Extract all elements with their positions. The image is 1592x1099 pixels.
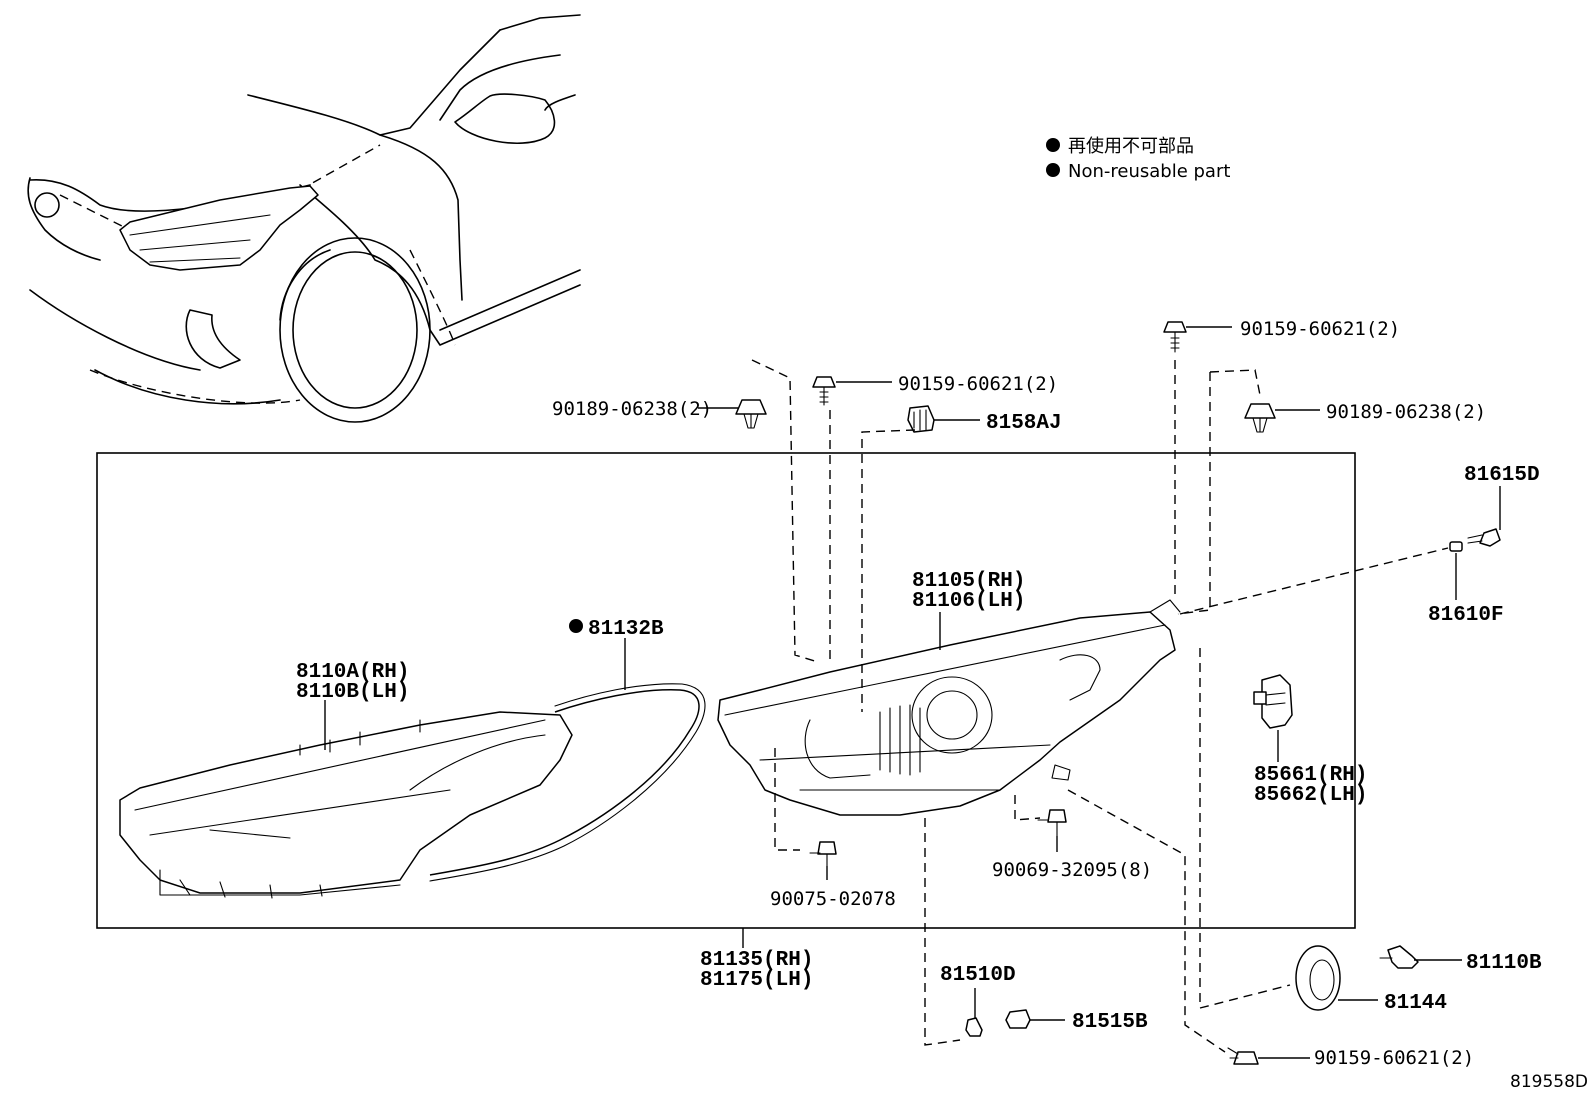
label-90189-06238-right: 90189-06238(2) — [1326, 401, 1486, 423]
lens-8110 — [119, 711, 573, 899]
socket-81515b — [1005, 1009, 1031, 1029]
label-81132b: 81132B — [588, 618, 664, 641]
non-reusable-dot-icon — [569, 619, 583, 633]
non-reusable-dot-icon — [1046, 138, 1060, 152]
label-81515b: 81515B — [1072, 1011, 1148, 1034]
car-front-illustration — [27, 14, 581, 423]
gasket-81132b-outline — [429, 683, 706, 882]
bulb-81615d — [1467, 528, 1501, 547]
label-81610f: 81610F — [1428, 604, 1504, 627]
label-81510d: 81510D — [940, 964, 1016, 987]
label-85662-lh: 85662(LH) — [1254, 784, 1367, 807]
label-90159-60621-bottom: 90159-60621(2) — [1314, 1047, 1474, 1069]
bulb-81510d — [965, 1017, 983, 1037]
label-8110a-rh: 8110A(RH) — [296, 661, 409, 684]
label-81105-rh: 81105(RH) — [912, 570, 1025, 593]
screw-90069 — [1037, 809, 1067, 837]
cover-81144 — [1295, 945, 1341, 1011]
housing-81105 — [717, 599, 1181, 816]
assembly-frame — [96, 452, 1356, 929]
legend-line-english: Non-reusable part — [1068, 161, 1230, 182]
label-81144: 81144 — [1384, 992, 1447, 1015]
bulb-81610f — [1449, 541, 1463, 552]
screw-90159-mid — [812, 376, 836, 406]
label-90189-06238-left: 90189-06238(2) — [552, 398, 712, 420]
label-8158aj: 8158AJ — [986, 412, 1062, 435]
label-81135-rh: 81135(RH) — [700, 949, 813, 972]
screw-90075 — [809, 841, 837, 867]
label-90159-60621-mid: 90159-60621(2) — [898, 373, 1058, 395]
label-81615d: 81615D — [1464, 464, 1540, 487]
label-81175-lh: 81175(LH) — [700, 969, 813, 992]
bulb-81110b — [1379, 945, 1419, 969]
label-81106-lh: 81106(LH) — [912, 590, 1025, 613]
screw-90159-bottom — [1227, 1047, 1259, 1065]
non-reusable-dot-icon — [1046, 163, 1060, 177]
assembly-lines — [751, 359, 1449, 1053]
leader-lines — [324, 326, 1501, 1059]
label-81110b: 81110B — [1466, 952, 1542, 975]
label-90069-32095: 90069-32095(8) — [992, 859, 1152, 881]
diagram-code: 819558D — [1510, 1072, 1588, 1092]
leveling-motor-85661 — [1253, 674, 1293, 729]
label-8110b-lh: 8110B(LH) — [296, 681, 409, 704]
legend: 再使用不可部品 Non-reusable part — [1046, 136, 1230, 182]
gasket-81132b — [429, 689, 700, 876]
label-90075-02078: 90075-02078 — [770, 888, 896, 910]
clip-90189-left — [735, 399, 767, 429]
label-90159-60621-top: 90159-60621(2) — [1240, 318, 1400, 340]
grommet-8158aj — [907, 405, 935, 433]
label-85661-rh: 85661(RH) — [1254, 764, 1367, 787]
screw-90159-top — [1163, 321, 1187, 353]
legend-line-japanese: 再使用不可部品 — [1068, 136, 1194, 157]
clip-90189-right — [1244, 403, 1276, 433]
